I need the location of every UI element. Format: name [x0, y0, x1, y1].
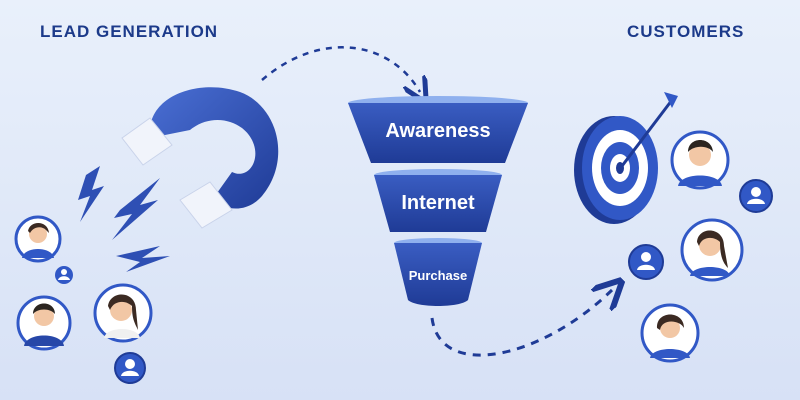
funnel-stage-internet: Internet [401, 192, 475, 214]
funnel-stage-awareness: Awareness [385, 120, 491, 142]
avatar-woman-4 [640, 303, 700, 363]
dashed-arrow-to-funnel [261, 46, 420, 92]
target-icon [574, 92, 678, 224]
avatar-woman-1 [14, 215, 62, 263]
avatar-small-4 [628, 244, 664, 280]
customers-heading: CUSTOMERS [627, 22, 745, 41]
magnet-icon [121, 87, 279, 229]
funnel-icon [348, 96, 528, 306]
avatar-small-1 [55, 266, 73, 284]
avatar-woman-3 [680, 218, 744, 282]
avatar-small-3 [739, 179, 773, 213]
avatar-man-2 [670, 130, 730, 190]
avatar-small-2 [114, 352, 146, 384]
arrow-icon [620, 99, 674, 167]
avatar-man-1 [16, 295, 72, 351]
lightning-icon [78, 166, 170, 272]
dashed-arrow-to-customers [430, 290, 612, 357]
funnel-stage-purchase: Purchase [408, 268, 468, 283]
lead-generation-heading: LEAD GENERATION [40, 22, 219, 41]
avatar-woman-2 [93, 283, 153, 343]
